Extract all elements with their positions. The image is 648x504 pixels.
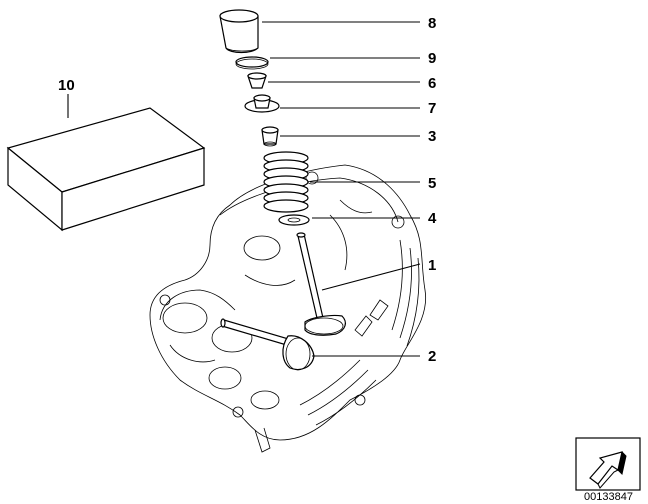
callout-4: 4 (428, 210, 437, 227)
shim (235, 56, 269, 70)
valve-spring (263, 151, 309, 213)
reference-box: 00133847 (575, 437, 641, 503)
callout-10: 10 (58, 77, 75, 94)
valve-stem-seal (261, 126, 279, 147)
callout-7: 7 (428, 100, 436, 117)
callout-9: 9 (428, 50, 436, 67)
leader-lines (67, 21, 421, 357)
spring-seat-washer (278, 214, 310, 226)
bucket-tappet (219, 9, 259, 54)
callout-6: 6 (428, 75, 436, 92)
callout-5: 5 (428, 175, 436, 192)
callout-8: 8 (428, 15, 436, 32)
kit-box (6, 107, 206, 232)
callout-1: 1 (428, 257, 436, 274)
intake-valve (296, 232, 346, 336)
exhaust-valve (220, 318, 315, 371)
callout-2: 2 (428, 348, 436, 365)
spring-retainer (244, 94, 280, 113)
reference-number: 00133847 (584, 491, 633, 503)
callout-3: 3 (428, 128, 436, 145)
valve-collets (247, 72, 267, 89)
arrow-icon (589, 451, 627, 489)
leader-line-1 (321, 263, 421, 291)
